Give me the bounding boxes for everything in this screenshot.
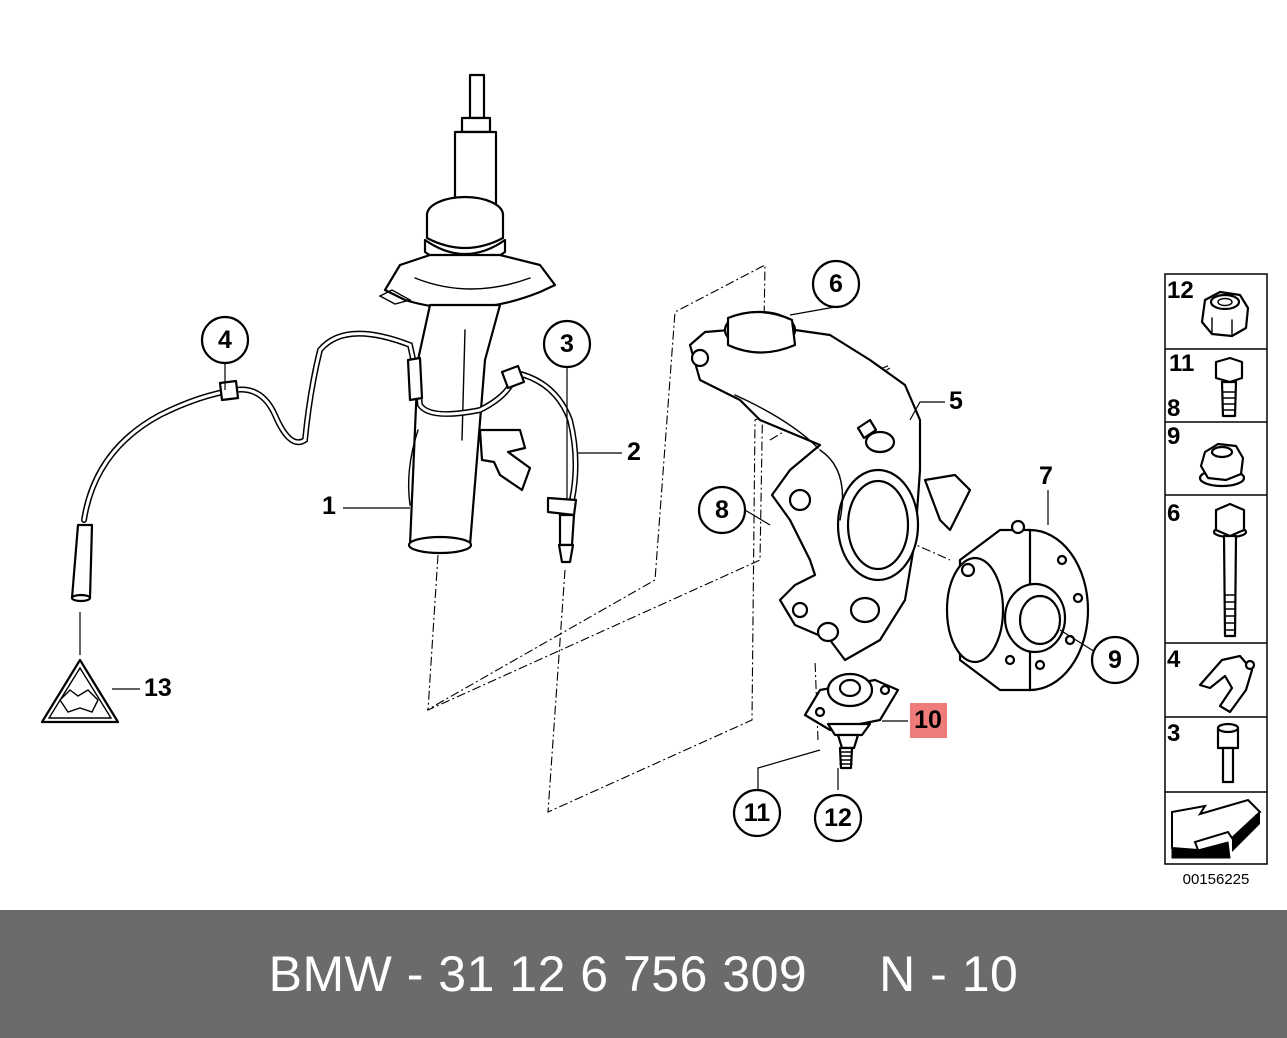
callout-13-label: 13 — [144, 674, 172, 702]
callout-7: 7 — [1039, 462, 1053, 490]
collar-nut-9-icon — [1198, 442, 1246, 488]
footer-part-info: BMW - 31 12 6 756 309 N - 10 — [268, 946, 1019, 1002]
warning-label-drawing — [40, 658, 120, 724]
callout-9-label: 9 — [1108, 646, 1122, 674]
callout-6-label: 6 — [829, 270, 843, 298]
callout-12: 12 — [813, 793, 863, 843]
callout-2-label: 2 — [627, 438, 641, 466]
hardware-side-panel: 12 11 8 9 6 4 3 — [1164, 273, 1268, 865]
side-panel-label-8: 8 — [1167, 395, 1180, 422]
side-panel-label-9: 9 — [1167, 423, 1180, 450]
callout-5: 5 — [949, 387, 963, 415]
callout-9: 9 — [1090, 635, 1140, 685]
callout-4: 4 — [200, 315, 250, 365]
side-panel-label-3: 3 — [1167, 720, 1180, 747]
speed-sensor-drawing — [500, 364, 579, 564]
callout-3-label: 3 — [560, 330, 574, 358]
side-panel-label-6: 6 — [1167, 500, 1180, 527]
callout-10-label: 10 — [914, 706, 942, 734]
callout-13: 13 — [144, 674, 172, 702]
callout-6: 6 — [811, 259, 861, 309]
footer-bar: BMW - 31 12 6 756 309 N - 10 — [0, 910, 1287, 1038]
wheel-hub-drawing — [945, 519, 1090, 692]
spring-strut-drawing — [378, 73, 557, 555]
parts-diagram: 13 1 2 5 7 4 3 6 8 9 11 12 10 — [40, 73, 1268, 888]
sensor-wire-drawing — [70, 330, 518, 603]
screw-3-icon — [1216, 722, 1240, 784]
callout-1: 1 — [322, 492, 336, 520]
side-panel-label-4: 4 — [1167, 646, 1181, 673]
side-panel-label-12: 12 — [1167, 277, 1194, 304]
nut-12-icon — [1200, 290, 1250, 338]
bolt-11-icon — [1214, 356, 1244, 418]
callout-11: 11 — [732, 788, 782, 838]
side-panel-label-11: 11 — [1169, 350, 1194, 377]
ball-joint-drawing — [803, 672, 900, 770]
callout-8-label: 8 — [715, 496, 729, 524]
steering-knuckle-drawing — [688, 310, 972, 662]
callout-7-label: 7 — [1039, 462, 1053, 490]
callout-8: 8 — [697, 485, 747, 535]
callout-2: 2 — [627, 438, 641, 466]
callout-1-label: 1 — [322, 492, 336, 520]
long-bolt-6-icon — [1212, 502, 1248, 638]
callout-11-label: 11 — [744, 799, 771, 827]
callout-10-highlighted: 10 — [910, 703, 947, 738]
direction-arrow-icon — [1171, 798, 1262, 859]
callout-3: 3 — [542, 319, 592, 369]
clip-4-icon — [1198, 654, 1256, 714]
callout-5-label: 5 — [949, 387, 963, 415]
callout-4-label: 4 — [218, 326, 232, 354]
callout-12-label: 12 — [824, 804, 852, 832]
image-code: 00156225 — [1183, 871, 1250, 888]
